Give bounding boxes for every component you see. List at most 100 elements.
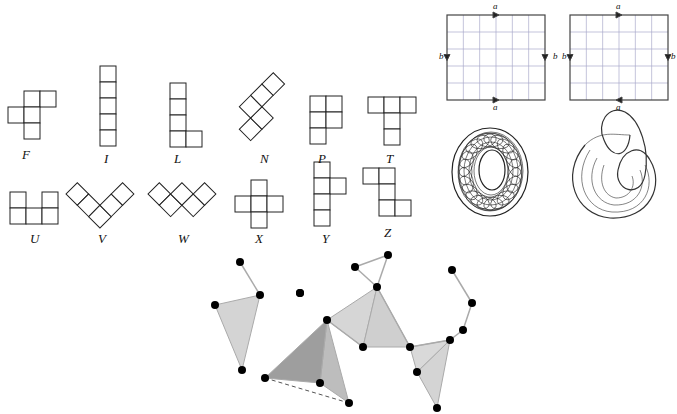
cell bbox=[363, 168, 379, 184]
vertex bbox=[448, 266, 456, 274]
pentomino bbox=[228, 73, 296, 141]
simplex-edge bbox=[463, 303, 472, 330]
cell bbox=[170, 115, 186, 131]
grid-line bbox=[479, 15, 480, 100]
grid-line bbox=[619, 15, 620, 100]
arrowhead bbox=[493, 12, 499, 18]
vertex bbox=[296, 289, 304, 297]
cell bbox=[100, 98, 116, 114]
pentominoes bbox=[8, 66, 416, 228]
cell bbox=[186, 131, 202, 147]
pentomino bbox=[66, 160, 134, 228]
cell bbox=[310, 112, 326, 128]
cell bbox=[24, 123, 40, 139]
cell bbox=[384, 97, 400, 113]
vertex bbox=[468, 299, 476, 307]
cell bbox=[379, 184, 395, 200]
torus-ring bbox=[459, 132, 523, 210]
simplex-edge bbox=[355, 267, 377, 287]
cell bbox=[42, 192, 58, 208]
cell bbox=[267, 196, 283, 212]
simplex-edge bbox=[355, 255, 388, 267]
cell bbox=[379, 168, 395, 184]
grid-line bbox=[651, 15, 652, 100]
cell bbox=[170, 131, 186, 147]
vertex bbox=[446, 336, 454, 344]
pentomino bbox=[235, 180, 283, 228]
grid-line bbox=[586, 15, 587, 100]
grid-line bbox=[570, 49, 668, 50]
vertex bbox=[459, 326, 467, 334]
pentomino bbox=[310, 96, 342, 144]
simplex-edge bbox=[327, 320, 363, 347]
cell bbox=[384, 113, 400, 129]
pentomino bbox=[100, 66, 116, 146]
pentomino bbox=[8, 91, 56, 139]
torus-ring bbox=[456, 149, 476, 178]
grid-line bbox=[570, 32, 668, 33]
pentomino-name: F bbox=[22, 148, 30, 161]
grid-line bbox=[447, 32, 545, 33]
arrowhead bbox=[444, 55, 450, 61]
cell bbox=[100, 114, 116, 130]
grid-line bbox=[570, 83, 668, 84]
simplex-edge bbox=[377, 287, 410, 347]
grid-line bbox=[463, 15, 464, 100]
cell bbox=[400, 97, 416, 113]
vertex bbox=[256, 291, 264, 299]
cell bbox=[24, 107, 40, 123]
arrowhead bbox=[665, 55, 671, 61]
edge-label: a bbox=[493, 103, 498, 112]
cell bbox=[326, 96, 342, 112]
cell bbox=[170, 83, 186, 99]
edge-label: a bbox=[616, 2, 621, 11]
torus-hole bbox=[479, 150, 505, 190]
pentomino bbox=[148, 160, 216, 228]
vertex bbox=[433, 404, 441, 412]
pentomino bbox=[314, 162, 346, 226]
fundamental-squares bbox=[444, 12, 671, 103]
vertex bbox=[323, 316, 331, 324]
torus-ring bbox=[456, 141, 481, 171]
cell bbox=[111, 183, 134, 206]
vertex bbox=[261, 374, 269, 382]
arrowhead bbox=[542, 55, 548, 61]
vertex bbox=[384, 251, 392, 259]
simplex-edge bbox=[410, 340, 450, 347]
cell bbox=[379, 200, 395, 216]
cell bbox=[10, 192, 26, 208]
edge-label: a bbox=[616, 103, 621, 112]
cell bbox=[10, 208, 26, 224]
arrowhead bbox=[567, 55, 573, 61]
cell bbox=[310, 96, 326, 112]
pentomino-name: Z bbox=[384, 226, 391, 239]
vertex bbox=[345, 399, 353, 407]
hidden-edge bbox=[265, 378, 349, 403]
pentomino-name: W bbox=[178, 232, 189, 245]
cell bbox=[24, 91, 40, 107]
cell bbox=[251, 212, 267, 228]
simplex-edge bbox=[452, 270, 472, 303]
edge-label: b bbox=[439, 52, 444, 61]
edge-label: b bbox=[671, 52, 676, 61]
simplex-edge bbox=[240, 262, 260, 295]
cell bbox=[235, 196, 251, 212]
cell bbox=[310, 128, 326, 144]
edge-label: a bbox=[493, 2, 498, 11]
pentomino bbox=[170, 83, 202, 147]
grid-line bbox=[602, 15, 603, 100]
pentomino-name: T bbox=[386, 152, 393, 165]
pentomino-name: N bbox=[260, 152, 269, 165]
cell bbox=[251, 180, 267, 196]
pentomino bbox=[368, 97, 416, 145]
grid-line bbox=[528, 15, 529, 100]
cell bbox=[40, 91, 56, 107]
grid-line bbox=[447, 49, 545, 50]
torus bbox=[452, 128, 528, 216]
grid-line bbox=[570, 66, 668, 67]
arrowhead bbox=[616, 12, 622, 18]
cell bbox=[314, 210, 330, 226]
vertex bbox=[413, 368, 421, 376]
cell bbox=[100, 130, 116, 146]
